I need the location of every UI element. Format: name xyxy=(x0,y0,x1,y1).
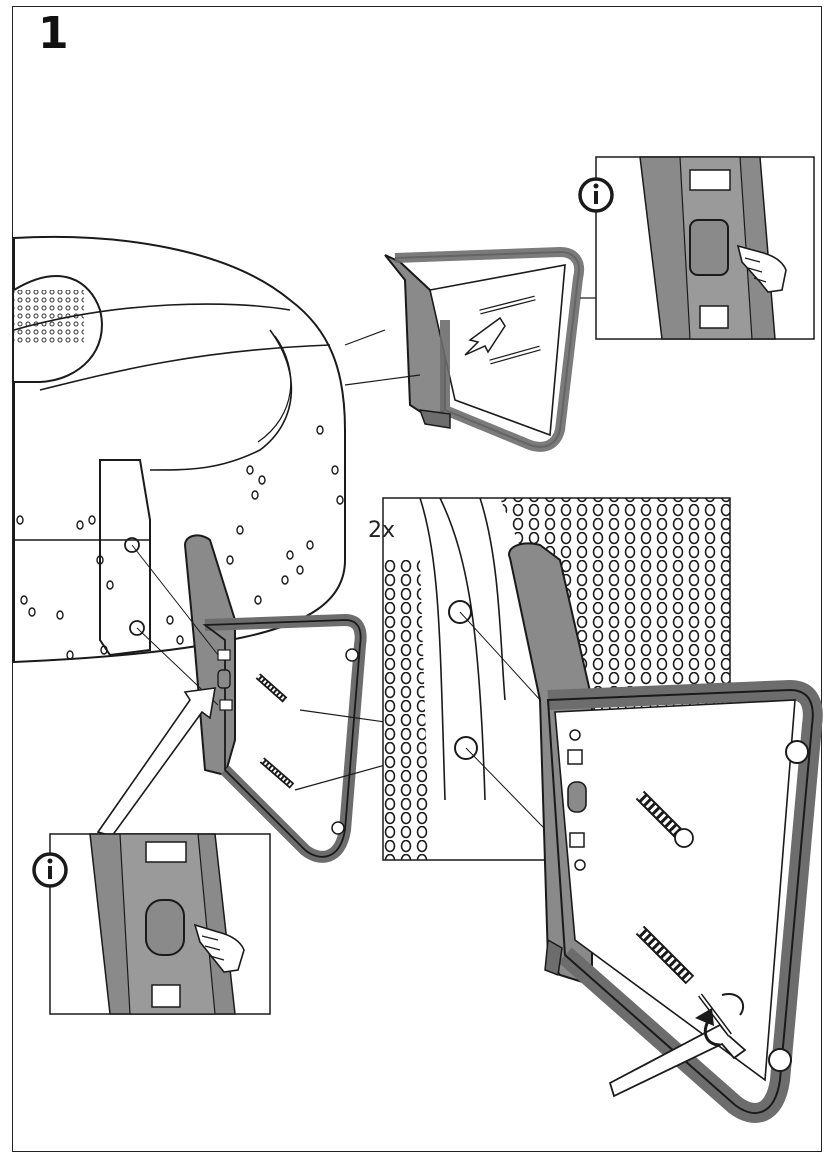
pointing-hand-icon xyxy=(193,923,245,973)
rotate-arrow-icon xyxy=(695,993,745,1047)
appliance-body xyxy=(13,235,346,664)
quantity-label: 2x xyxy=(368,518,396,543)
info-icon xyxy=(578,177,614,213)
step-number: 1 xyxy=(38,8,69,59)
bracket-large xyxy=(508,542,823,1123)
bracket-top xyxy=(344,246,584,452)
info-detail-bottom xyxy=(49,833,271,1015)
info-detail-top xyxy=(580,156,815,340)
bracket-middle xyxy=(96,534,386,863)
page-frame xyxy=(12,6,822,1152)
info-icon xyxy=(32,852,68,888)
pointing-hand-icon xyxy=(736,244,787,293)
